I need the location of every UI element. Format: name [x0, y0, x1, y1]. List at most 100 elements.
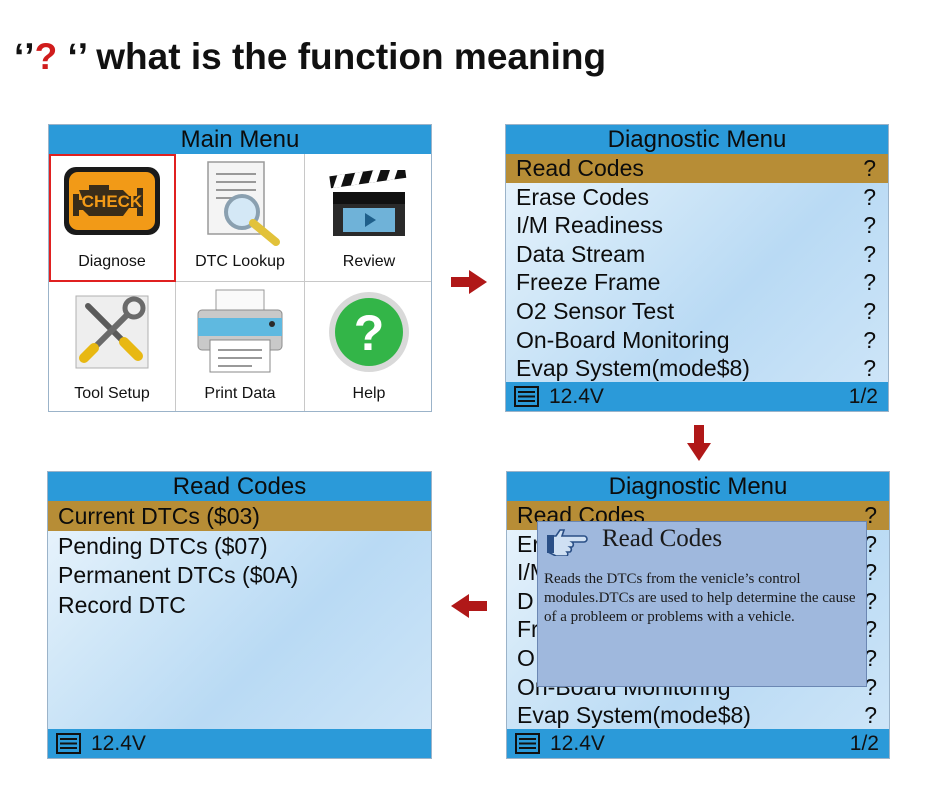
- menu-item-dtc-lookup[interactable]: DTC Lookup: [176, 154, 305, 282]
- headline-text: what is the function meaning: [85, 36, 607, 77]
- page-indicator: 1/2: [849, 732, 879, 755]
- menu-row-on-board-monitoring[interactable]: On-Board Monitoring?: [506, 326, 888, 355]
- help-hint[interactable]: ?: [864, 644, 877, 671]
- menu-row-erase-codes[interactable]: Erase Codes?: [506, 183, 888, 212]
- menu-row-current-dtcs[interactable]: Current DTCs ($03): [48, 501, 431, 531]
- menu-item-label: Diagnose: [78, 253, 146, 270]
- headline-question-mark: ?: [34, 36, 58, 77]
- diagnostic-menu-screen: Diagnostic Menu Read Codes? Erase Codes?…: [505, 124, 889, 412]
- status-bar: 12.4V 1/2: [506, 382, 888, 411]
- help-question-mark: ?: [354, 305, 385, 361]
- magnifier-document-icon: [207, 161, 280, 246]
- main-menu-screen: Main Menu CHECK Diagnose DTC Looku: [48, 124, 432, 412]
- pointing-hand-icon: [547, 529, 588, 556]
- printer-icon: [197, 289, 283, 373]
- help-popup-body: Reads the DTCs from the venicle’s contro…: [544, 571, 856, 625]
- check-engine-icon: CHECK: [64, 167, 160, 235]
- menu-item-label: Print Data: [204, 385, 276, 402]
- menu-row-permanent-dtcs[interactable]: Permanent DTCs ($0A): [58, 562, 299, 588]
- menu-row-label: Read Codes: [516, 155, 644, 181]
- battery-icon: [514, 386, 539, 407]
- help-hint[interactable]: ?: [863, 155, 876, 181]
- headline-open-quote: ‘’: [14, 36, 35, 77]
- help-hint[interactable]: ?: [864, 702, 877, 729]
- menu-row-label: On-Board Monitoring: [516, 326, 730, 353]
- menu-row-im-readiness[interactable]: I/M Readiness?: [506, 211, 888, 240]
- voltage-readout: 12.4V: [550, 732, 605, 755]
- diagnostic-menu-list: Read Codes? Erase Codes? I/M Readiness? …: [506, 154, 888, 383]
- main-menu-title: Main Menu: [49, 125, 431, 154]
- menu-row-label: Evap System(mode$8): [516, 355, 750, 382]
- menu-row-label: I/M Readiness: [516, 212, 664, 239]
- menu-item-print-data[interactable]: Print Data: [176, 282, 305, 411]
- voltage-readout: 12.4V: [549, 385, 604, 408]
- headline-close-quote: ‘’: [57, 36, 86, 77]
- diagnostic-menu-help-screen: Diagnostic Menu Read Codes? Er? I/M? D? …: [506, 471, 890, 759]
- help-hint[interactable]: ?: [864, 587, 877, 614]
- help-hint[interactable]: ?: [864, 616, 877, 643]
- clapperboard-icon: [329, 170, 407, 236]
- battery-icon: [56, 733, 81, 754]
- menu-row-erase-codes[interactable]: Er?: [507, 530, 889, 559]
- arrow-down-icon: [687, 425, 711, 461]
- help-hint[interactable]: ?: [864, 530, 877, 557]
- help-hint[interactable]: ?: [864, 502, 877, 528]
- help-popup: Read Codes Reads the DTCs from the venic…: [537, 521, 867, 687]
- menu-item-label: Tool Setup: [74, 385, 150, 402]
- menu-row-data-stream[interactable]: Data Stream?: [506, 240, 888, 269]
- help-hint[interactable]: ?: [864, 673, 877, 700]
- read-codes-list: Current DTCs ($03) Pending DTCs ($07) Pe…: [48, 501, 431, 619]
- menu-row-label: Er: [517, 530, 540, 557]
- help-hint[interactable]: ?: [863, 326, 876, 353]
- tools-icon: [75, 295, 149, 369]
- battery-icon: [515, 733, 540, 754]
- menu-row-label: D: [517, 587, 534, 614]
- help-hint[interactable]: ?: [864, 559, 877, 586]
- read-codes-title: Read Codes: [48, 472, 431, 501]
- menu-item-label: Review: [342, 253, 396, 270]
- menu-row-record-dtc[interactable]: Record DTC: [58, 591, 186, 618]
- menu-row-o2-sensor-test[interactable]: O2 Sensor Test?: [506, 297, 888, 326]
- help-hint[interactable]: ?: [863, 297, 876, 324]
- menu-row-pending-dtcs[interactable]: Pending DTCs ($07): [58, 532, 268, 559]
- read-codes-screen: Read Codes Current DTCs ($03) Pending DT…: [47, 471, 432, 759]
- menu-row-label: Freeze Frame: [516, 269, 661, 296]
- headline: ‘’? ‘’ what is the function meaning: [14, 36, 606, 78]
- help-hint[interactable]: ?: [863, 183, 876, 210]
- help-hint[interactable]: ?: [863, 212, 876, 239]
- page-indicator: 1/2: [848, 385, 878, 408]
- menu-item-tool-setup[interactable]: Tool Setup: [49, 282, 176, 411]
- menu-row-evap-system[interactable]: Evap System(mode$8)?: [507, 701, 889, 730]
- voltage-readout: 12.4V: [91, 732, 146, 755]
- menu-row-label: O2 Sensor Test: [516, 297, 675, 324]
- check-engine-text: CHECK: [82, 192, 143, 211]
- menu-row-label: Data Stream: [516, 240, 646, 267]
- menu-item-label: Help: [352, 385, 386, 402]
- menu-item-help[interactable]: ? Help: [305, 282, 431, 411]
- arrow-right-icon: [451, 270, 487, 294]
- menu-row-freeze-frame[interactable]: Freeze Frame?: [506, 268, 888, 297]
- menu-row-evap-system[interactable]: Evap System(mode$8)?: [506, 354, 888, 383]
- menu-row-o2-sensor-test[interactable]: O?: [507, 644, 889, 673]
- menu-item-review[interactable]: Review: [305, 154, 431, 282]
- menu-item-diagnose[interactable]: CHECK Diagnose: [49, 154, 176, 282]
- help-hint[interactable]: ?: [863, 355, 876, 382]
- help-question-icon: ?: [329, 292, 409, 372]
- diagnostic-menu-title: Diagnostic Menu: [506, 125, 888, 154]
- menu-row-read-codes[interactable]: Read Codes?: [506, 154, 888, 183]
- arrow-left-icon: [451, 594, 487, 618]
- menu-row-label: Fr: [517, 616, 539, 643]
- menu-row-label: O: [517, 644, 535, 671]
- menu-row-label: Evap System(mode$8): [517, 702, 751, 729]
- menu-row-freeze-frame[interactable]: Fr?: [507, 615, 889, 644]
- help-hint[interactable]: ?: [863, 240, 876, 267]
- help-hint[interactable]: ?: [863, 269, 876, 296]
- menu-row-label: Erase Codes: [516, 183, 649, 210]
- menu-item-label: DTC Lookup: [195, 253, 285, 270]
- main-menu-grid: CHECK Diagnose DTC Lookup: [49, 154, 431, 411]
- menu-row-data-stream[interactable]: D?: [507, 587, 889, 616]
- help-popup-title: Read Codes: [602, 525, 723, 552]
- status-bar: 12.4V 1/2: [507, 729, 889, 758]
- diagnostic-menu-title: Diagnostic Menu: [507, 472, 889, 501]
- status-bar: 12.4V: [48, 729, 431, 758]
